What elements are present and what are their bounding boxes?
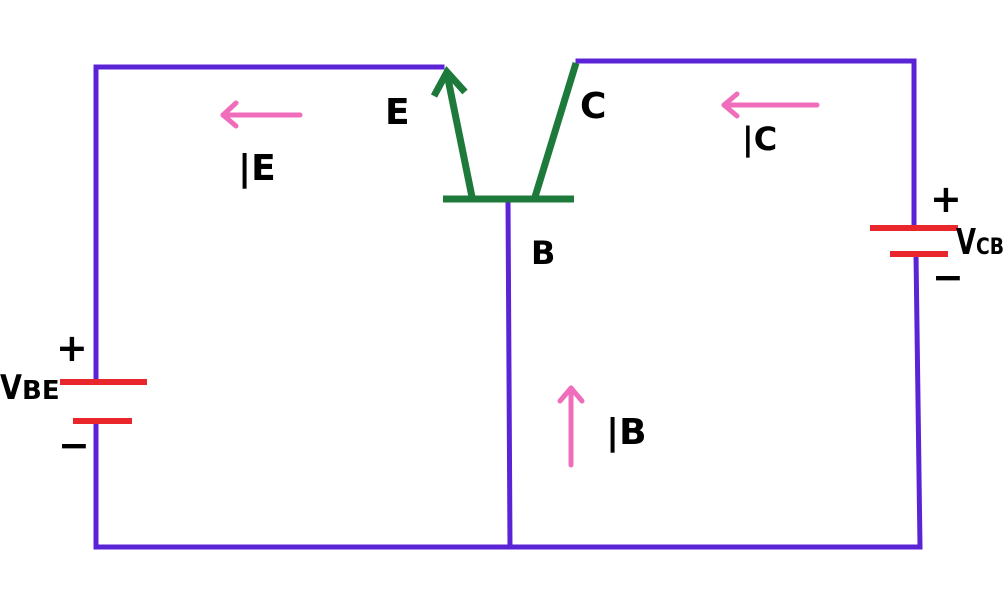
wires (93, 58, 923, 550)
emitter-current-label: |E (238, 148, 276, 189)
wire-collector-top (575, 58, 917, 231)
vbe-minus-sign: − (58, 423, 90, 467)
emitter-label: E (385, 92, 410, 133)
vcb-plus-sign: + (930, 177, 962, 221)
current-arrows (220, 91, 820, 468)
emitter-arrow-head-icon (430, 65, 468, 98)
base-current-arrow-icon (557, 385, 585, 468)
emitter-leg (443, 73, 476, 198)
transistor (430, 61, 580, 203)
collector-label: C (580, 86, 606, 127)
wire-base (505, 197, 513, 550)
collector-current-label: |C (742, 120, 777, 159)
wire-left-bottom (93, 418, 513, 550)
base-current-label: |B (606, 412, 647, 453)
emitter-current-arrow-icon (220, 100, 303, 129)
vcb-label: VCB (956, 222, 1004, 263)
collector-current-arrow-icon (721, 91, 820, 119)
vcb-battery: + − VCB (870, 177, 1004, 299)
vcb-minus-sign: − (932, 255, 964, 299)
vcb-label-main: V (956, 222, 976, 263)
wire-emitter-top (93, 64, 445, 385)
vbe-label: VBE (0, 368, 60, 408)
vbe-label-sub: BE (22, 376, 60, 406)
vbe-battery: + − VBE (0, 326, 147, 467)
vbe-label-main: V (0, 368, 23, 408)
collector-leg (531, 61, 580, 199)
wire-right-bottom (507, 251, 923, 550)
base-label: B (531, 234, 555, 272)
vcb-label-sub: CB (976, 235, 1004, 260)
vbe-plus-sign: + (56, 326, 88, 370)
